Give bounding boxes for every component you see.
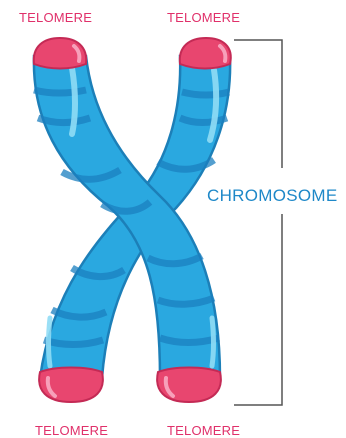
chromosome-bracket: [234, 40, 282, 405]
highlight: [212, 318, 214, 366]
highlight: [49, 318, 51, 366]
telomere-label-bottom-right: TELOMERE: [167, 423, 240, 438]
telomere-label-top-right: TELOMERE: [167, 10, 240, 25]
highlight: [72, 68, 75, 134]
telomere-label-bottom-left: TELOMERE: [35, 423, 108, 438]
telomere-label-top-left: TELOMERE: [19, 10, 92, 25]
telomere-cap-bottom-right: [157, 368, 221, 403]
telomere-cap-top-left: [34, 38, 86, 69]
telomere-cap-bottom-left: [39, 368, 103, 403]
chromosome-label: CHROMOSOME: [207, 186, 338, 206]
telomere-cap-top-right: [180, 38, 231, 69]
